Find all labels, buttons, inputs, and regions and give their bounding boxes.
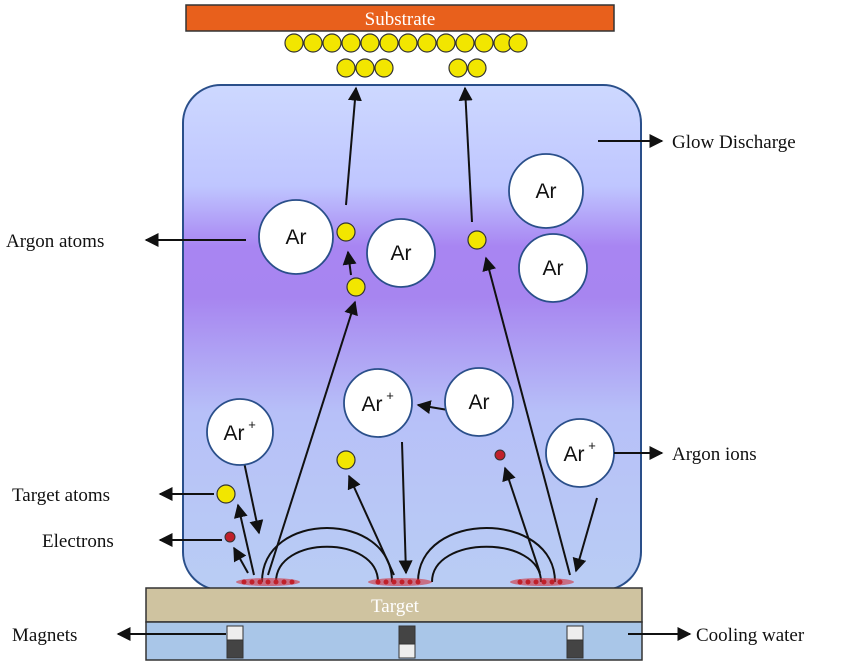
argon-atom: Ar	[258, 199, 334, 275]
svg-text:Ar: Ar	[286, 226, 307, 249]
electrons	[224, 449, 506, 543]
svg-text:Ar: Ar	[362, 393, 383, 416]
substrate-bar	[185, 4, 615, 32]
argon-ion: Ar +	[206, 398, 274, 466]
argon-atom: Ar	[366, 218, 436, 288]
glow-discharge-chamber	[182, 84, 642, 591]
svg-text:+: +	[248, 417, 256, 432]
svg-text:+: +	[588, 438, 596, 453]
label-electrons: Electrons	[42, 531, 114, 552]
target-label: Target	[371, 596, 420, 617]
argon-atom: Ar	[508, 153, 584, 229]
trajectory-arrows	[233, 86, 598, 576]
svg-text:Ar: Ar	[536, 180, 557, 203]
argon-ion: Ar +	[343, 368, 413, 438]
label-argon-ions: Argon ions	[672, 444, 757, 465]
svg-text:Ar: Ar	[469, 391, 490, 414]
label-magnets: Magnets	[12, 625, 77, 646]
argon-atom: Ar	[444, 367, 514, 437]
substrate-label: Substrate	[365, 9, 436, 30]
svg-text:Ar: Ar	[564, 443, 585, 466]
label-target-atoms: Target atoms	[12, 485, 110, 506]
erosion-zones	[236, 578, 574, 586]
argon-atom: Ar	[518, 233, 588, 303]
target-bar	[145, 587, 643, 623]
svg-text:+: +	[386, 388, 394, 403]
target-atoms	[216, 222, 487, 504]
label-glow-discharge: Glow Discharge	[672, 132, 796, 153]
argon-ion: Ar +	[545, 418, 615, 488]
label-cooling-water: Cooling water	[696, 625, 805, 646]
svg-text:Ar: Ar	[543, 257, 564, 280]
magnets	[226, 625, 584, 659]
callout-arrows	[116, 134, 692, 641]
svg-text:Ar: Ar	[224, 422, 245, 445]
label-argon-atoms: Argon atoms	[6, 231, 104, 252]
deposited-atoms	[284, 33, 528, 78]
svg-text:Ar: Ar	[391, 242, 412, 265]
